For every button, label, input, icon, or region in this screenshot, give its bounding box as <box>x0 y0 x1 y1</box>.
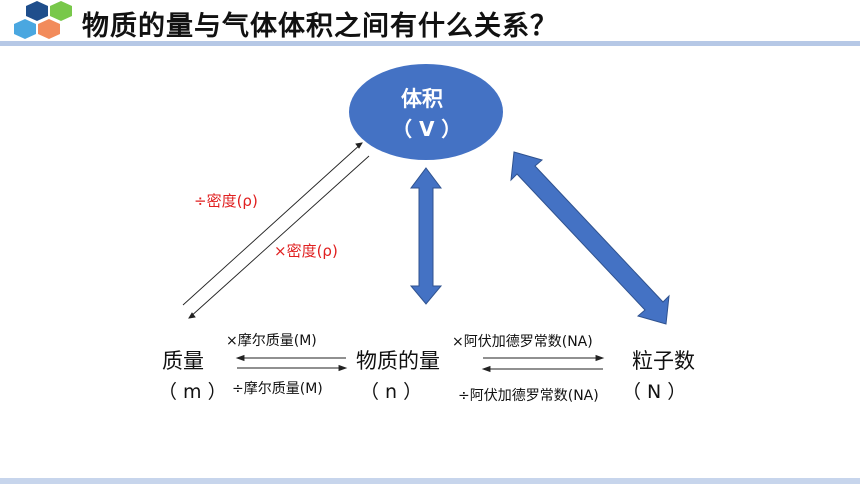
label-divide-molar-mass: ÷摩尔质量(M) <box>232 381 323 397</box>
particles-node-label: 粒子数 <box>632 349 695 373</box>
mass-node-label: 质量 <box>162 349 204 373</box>
mass-volume-thin-arrows <box>182 142 370 319</box>
label-divide-avogadro: ÷阿伏加德罗常数(NA) <box>458 388 599 404</box>
volume-node-symbol: （ V ） <box>392 117 462 141</box>
mass-amount-thin-arrows <box>235 354 348 372</box>
label-times-molar-mass: ×摩尔质量(M) <box>226 333 317 349</box>
particles-node-symbol: （ N ） <box>622 381 687 403</box>
label-times-avogadro: ×阿伏加德罗常数(NA) <box>452 334 593 350</box>
page-title: 物质的量与气体体积之间有什么关系？ <box>82 11 558 42</box>
label-divide-density: ÷密度(ρ) <box>194 192 258 210</box>
amount-particles-thin-arrows <box>481 354 605 373</box>
amount-node-symbol: （ n ） <box>360 381 423 403</box>
volume-amount-double-arrow <box>409 167 443 305</box>
volume-node-ellipse <box>349 64 503 160</box>
title-divider <box>0 41 860 46</box>
volume-node-label: 体积 <box>401 87 443 111</box>
volume-particles-double-arrow <box>510 151 670 325</box>
footer-divider <box>0 478 860 484</box>
logo-icon <box>14 1 72 39</box>
amount-node-label: 物质的量 <box>356 349 440 373</box>
mass-node-symbol: （ m ） <box>158 381 227 403</box>
label-times-density: ×密度(ρ) <box>274 242 338 260</box>
